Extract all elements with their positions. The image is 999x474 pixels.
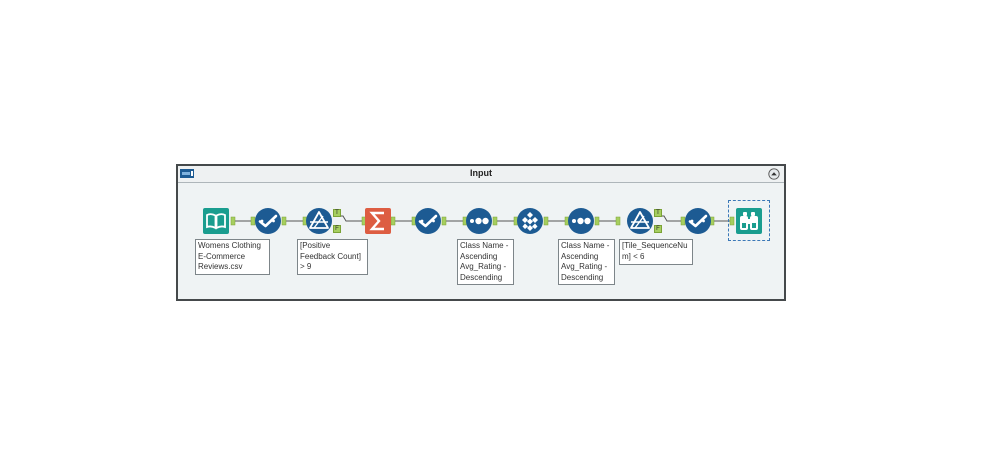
filter-true-port[interactable]: T bbox=[333, 209, 341, 217]
annotation-sort-1: Class Name - Ascending Avg_Rating - Desc… bbox=[457, 239, 514, 285]
container-icon bbox=[180, 169, 194, 178]
dots-icon bbox=[568, 208, 594, 234]
summarize-tool[interactable] bbox=[364, 207, 392, 235]
select-tool-3[interactable] bbox=[684, 207, 712, 235]
browse-tool[interactable] bbox=[735, 207, 763, 235]
filter-tool-2[interactable] bbox=[626, 207, 654, 235]
check-icon bbox=[255, 208, 281, 234]
tool-container-input[interactable]: Input bbox=[176, 164, 786, 301]
check-icon bbox=[685, 208, 711, 234]
annotation-filter-1: [Positive Feedback Count] > 9 bbox=[297, 239, 368, 275]
filter-false-port[interactable]: F bbox=[333, 225, 341, 233]
binoculars-icon bbox=[736, 208, 762, 234]
filter-icon bbox=[306, 208, 332, 234]
container-title: Input bbox=[470, 168, 492, 178]
annotation-sort-2: Class Name - Ascending Avg_Rating - Desc… bbox=[558, 239, 615, 285]
filter-icon bbox=[627, 208, 653, 234]
tile-icon bbox=[517, 208, 543, 234]
collapse-up-icon[interactable] bbox=[768, 168, 780, 180]
filter-tool-1[interactable] bbox=[305, 207, 333, 235]
tile-tool[interactable] bbox=[516, 207, 544, 235]
connection-wires bbox=[230, 215, 735, 226]
annotation-filter-2: [Tile_SequenceNu m] < 6 bbox=[619, 239, 693, 265]
filter-false-port[interactable]: F bbox=[654, 225, 662, 233]
filter-true-port[interactable]: T bbox=[654, 209, 662, 217]
selection-box bbox=[728, 200, 770, 241]
check-icon bbox=[415, 208, 441, 234]
select-tool-2[interactable] bbox=[414, 207, 442, 235]
book-icon bbox=[203, 208, 229, 234]
select-tool-1[interactable] bbox=[254, 207, 282, 235]
annotation-input: Womens Clothing E-Commerce Reviews.csv bbox=[195, 239, 270, 275]
sort-tool-1[interactable] bbox=[465, 207, 493, 235]
sort-tool-2[interactable] bbox=[567, 207, 595, 235]
sigma-icon bbox=[365, 208, 391, 234]
dots-icon bbox=[466, 208, 492, 234]
container-header[interactable]: Input bbox=[178, 166, 784, 183]
input-data-tool[interactable] bbox=[202, 207, 230, 235]
